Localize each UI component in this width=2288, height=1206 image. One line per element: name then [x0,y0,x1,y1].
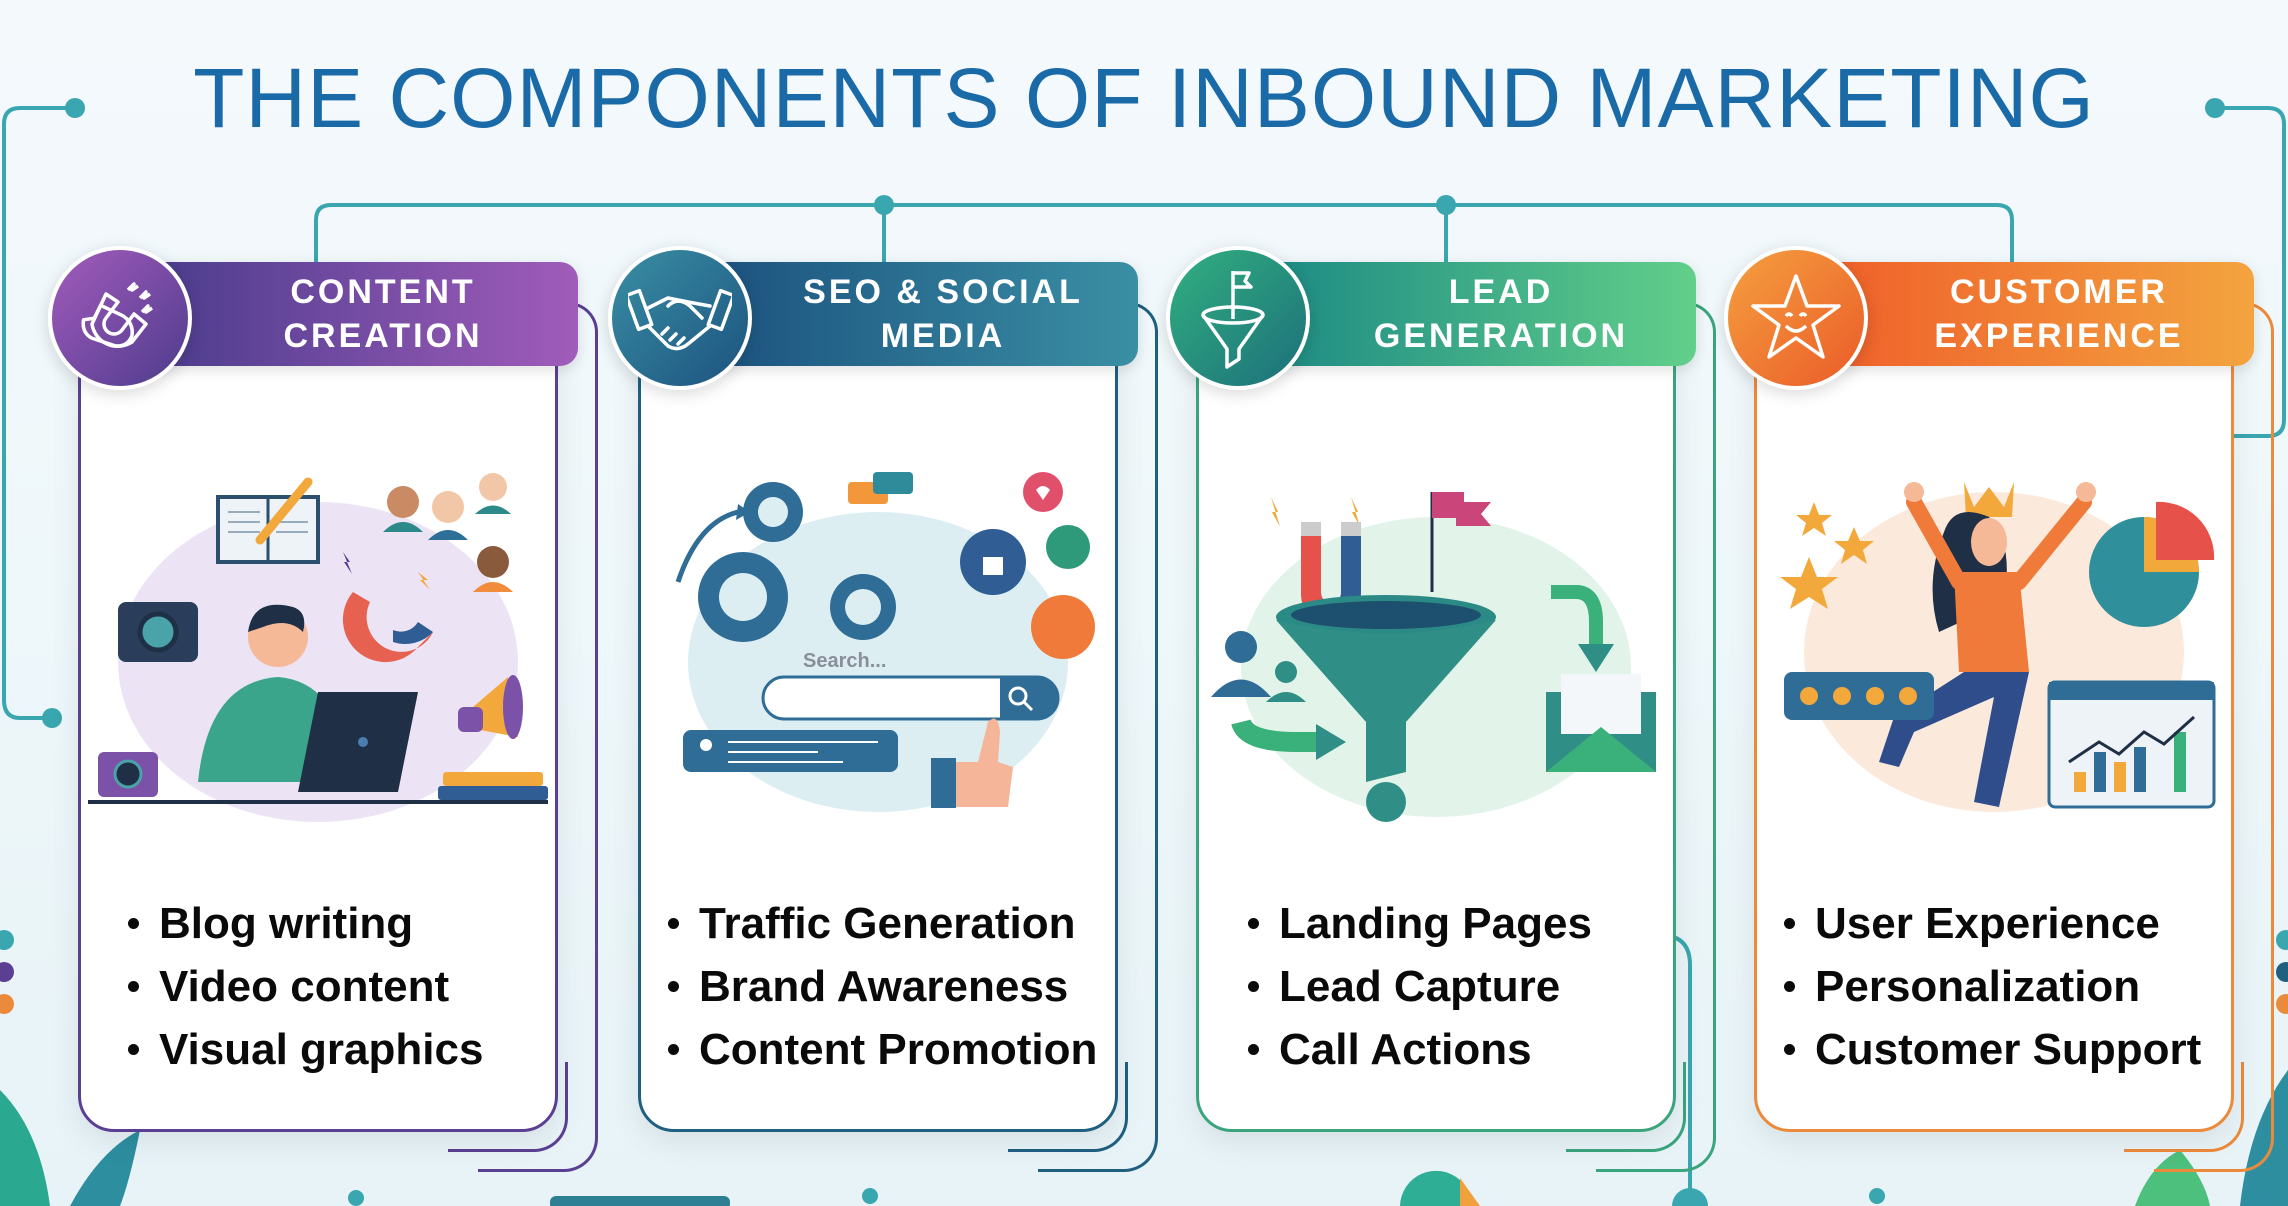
bullet-icon [668,918,679,929]
list-item: Content Promotion [668,1018,1097,1081]
bullet-list: User Experience Personalization Customer… [1784,892,2201,1081]
list-item: Brand Awareness [668,955,1097,1018]
card-heading: SEO & SOCIAL MEDIA [708,262,1138,366]
card-heading: LEAD GENERATION [1266,262,1696,366]
content-creator-illustration [88,462,548,822]
card-back-corner [1008,1062,1128,1152]
search-placeholder: Search... [803,650,886,672]
list-item: User Experience [1784,892,2201,955]
bullet-icon [668,981,679,992]
handshake-icon [608,246,752,390]
bullet-icon [128,918,139,929]
bullet-icon [1784,918,1795,929]
card-customer-experience: CUSTOMER EXPERIENCE [1724,246,2284,1172]
list-item: Landing Pages [1248,892,1592,955]
card-back-corner [1566,1062,1686,1152]
heading-line-1: LEAD [1448,272,1554,311]
heading-line-1: CUSTOMER [1950,272,2168,311]
bullet-icon [128,1044,139,1055]
list-item: Personalization [1784,955,2201,1018]
seo-social-illustration: Search... [648,462,1108,822]
smiling-star-icon [1724,246,1868,390]
heading-line-2: EXPERIENCE [1934,317,2184,355]
bullet-icon [668,1044,679,1055]
heading-line-1: SEO & SOCIAL [803,272,1083,311]
lead-funnel-illustration [1206,462,1666,822]
list-item: Visual graphics [128,1018,483,1081]
bullet-list: Landing Pages Lead Capture Call Actions [1248,892,1592,1081]
bullet-icon [1248,981,1259,992]
bullet-icon [128,981,139,992]
bullet-icon [1248,1044,1259,1055]
bullet-icon [1784,981,1795,992]
card-heading: CONTENT CREATION [148,262,578,366]
list-item: Video content [128,955,483,1018]
list-item: Call Actions [1248,1018,1592,1081]
bullet-list: Blog writing Video content Visual graphi… [128,892,483,1081]
heading-line-1: CONTENT [290,272,476,311]
list-item: Customer Support [1784,1018,2201,1081]
card-seo-social-media: SEO & SOCIAL MEDIA [608,246,1168,1172]
card-back-corner [448,1062,568,1152]
bullet-icon [1784,1044,1795,1055]
card-back-corner [2124,1062,2244,1152]
card-lead-generation: LEAD GENERATION [1166,246,1726,1172]
funnel-flag-icon [1166,246,1310,390]
heading-line-2: GENERATION [1373,317,1629,355]
magnet-icon [48,246,192,390]
list-item: Blog writing [128,892,483,955]
page-title: THE COMPONENTS OF INBOUND MARKETING [193,51,2095,145]
bullet-icon [1248,918,1259,929]
heading-line-2: MEDIA [880,317,1006,355]
list-item: Lead Capture [1248,955,1592,1018]
happy-customer-illustration [1764,462,2224,822]
list-item: Traffic Generation [668,892,1097,955]
card-heading: CUSTOMER EXPERIENCE [1824,262,2254,366]
bullet-list: Traffic Generation Brand Awareness Conte… [668,892,1097,1081]
card-content-creation: CONTENT CREATION [48,246,608,1172]
heading-line-2: CREATION [283,317,483,355]
